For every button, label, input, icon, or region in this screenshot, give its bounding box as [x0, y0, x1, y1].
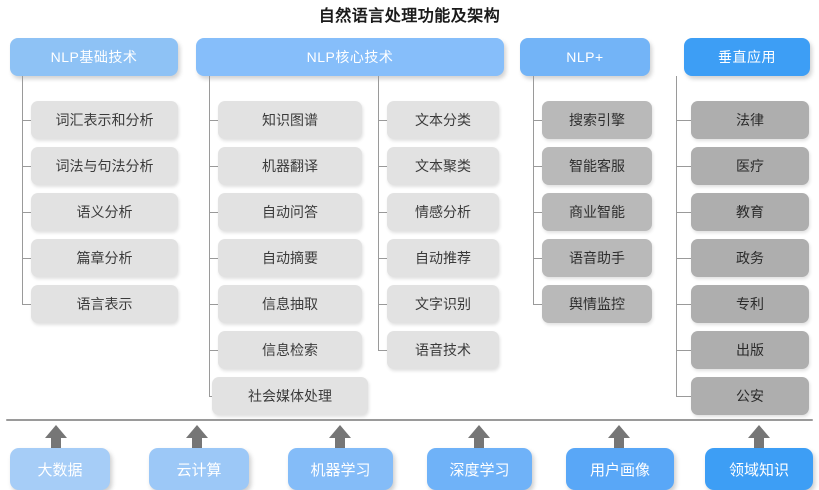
tree-branch	[209, 166, 219, 167]
column-header-nlp-plus[interactable]: NLP+	[520, 38, 650, 76]
up-arrow-icon	[748, 425, 770, 450]
tree-branch	[676, 258, 692, 259]
foundation-item-dl[interactable]: 深度学习	[427, 448, 532, 490]
foundation-item-user-profile[interactable]: 用户画像	[566, 448, 674, 490]
list-item[interactable]: 自动问答	[218, 193, 362, 231]
list-item[interactable]: 社会媒体处理	[212, 377, 368, 415]
list-item[interactable]: 文字识别	[387, 285, 499, 323]
up-arrow-icon	[608, 425, 630, 450]
column-header-nlp-basic[interactable]: NLP基础技术	[10, 38, 178, 76]
list-item[interactable]: 舆情监控	[542, 285, 652, 323]
tree-branch	[533, 212, 543, 213]
column-header-nlp-core[interactable]: NLP核心技术	[196, 38, 504, 76]
list-item[interactable]: 篇章分析	[31, 239, 178, 277]
list-item[interactable]: 医疗	[691, 147, 809, 185]
column-header-vertical-app[interactable]: 垂直应用	[684, 38, 810, 76]
list-item[interactable]: 文本聚类	[387, 147, 499, 185]
list-item[interactable]: 语义分析	[31, 193, 178, 231]
tree-branch	[676, 396, 692, 397]
tree-branch	[22, 304, 32, 305]
up-arrow-icon	[186, 425, 208, 450]
list-item[interactable]: 知识图谱	[218, 101, 362, 139]
list-item[interactable]: 信息抽取	[218, 285, 362, 323]
tree-branch	[676, 350, 692, 351]
tree-branch	[22, 166, 32, 167]
tree-branch	[209, 120, 219, 121]
tree-branch	[22, 120, 32, 121]
tree-branch	[378, 120, 388, 121]
tree-trunk-col2	[209, 76, 210, 396]
list-item[interactable]: 搜索引擎	[542, 101, 652, 139]
tree-branch	[676, 166, 692, 167]
list-item[interactable]: 政务	[691, 239, 809, 277]
page-title: 自然语言处理功能及架构	[318, 8, 501, 25]
list-item[interactable]: 信息检索	[218, 331, 362, 369]
list-item[interactable]: 词法与句法分析	[31, 147, 178, 185]
tree-branch	[378, 258, 388, 259]
foundation-item-bigdata[interactable]: 大数据	[10, 448, 110, 490]
tree-branch	[533, 258, 543, 259]
list-item[interactable]: 情感分析	[387, 193, 499, 231]
tree-branch	[533, 120, 543, 121]
tree-branch	[378, 350, 388, 351]
list-item[interactable]: 法律	[691, 101, 809, 139]
tree-branch	[533, 304, 543, 305]
foundation-item-cloud[interactable]: 云计算	[149, 448, 249, 490]
list-item[interactable]: 出版	[691, 331, 809, 369]
tree-branch	[209, 212, 219, 213]
tree-branch	[676, 212, 692, 213]
tree-branch	[378, 166, 388, 167]
tree-branch	[378, 212, 388, 213]
tree-branch	[22, 258, 32, 259]
list-item[interactable]: 专利	[691, 285, 809, 323]
list-item[interactable]: 词汇表示和分析	[31, 101, 178, 139]
list-item[interactable]: 语音助手	[542, 239, 652, 277]
tree-trunk-col5	[676, 76, 677, 396]
list-item[interactable]: 自动摘要	[218, 239, 362, 277]
list-item[interactable]: 语音技术	[387, 331, 499, 369]
tree-trunk-col1	[22, 76, 23, 305]
tree-branch	[209, 304, 219, 305]
list-item[interactable]: 语言表示	[31, 285, 178, 323]
foundation-separator	[6, 419, 813, 421]
list-item[interactable]: 公安	[691, 377, 809, 415]
tree-branch	[209, 350, 219, 351]
tree-branch	[533, 166, 543, 167]
list-item[interactable]: 教育	[691, 193, 809, 231]
tree-branch	[676, 304, 692, 305]
tree-branch	[22, 212, 32, 213]
list-item[interactable]: 自动推荐	[387, 239, 499, 277]
list-item[interactable]: 机器翻译	[218, 147, 362, 185]
tree-trunk-col4	[533, 76, 534, 305]
list-item[interactable]: 智能客服	[542, 147, 652, 185]
up-arrow-icon	[468, 425, 490, 450]
tree-branch	[378, 304, 388, 305]
foundation-item-ml[interactable]: 机器学习	[288, 448, 393, 490]
tree-branch	[676, 120, 692, 121]
foundation-item-domain-knowledge[interactable]: 领域知识	[705, 448, 813, 490]
up-arrow-icon	[329, 425, 351, 450]
tree-trunk-col3	[378, 76, 379, 350]
list-item[interactable]: 文本分类	[387, 101, 499, 139]
tree-branch	[209, 258, 219, 259]
list-item[interactable]: 商业智能	[542, 193, 652, 231]
up-arrow-icon	[45, 425, 67, 450]
